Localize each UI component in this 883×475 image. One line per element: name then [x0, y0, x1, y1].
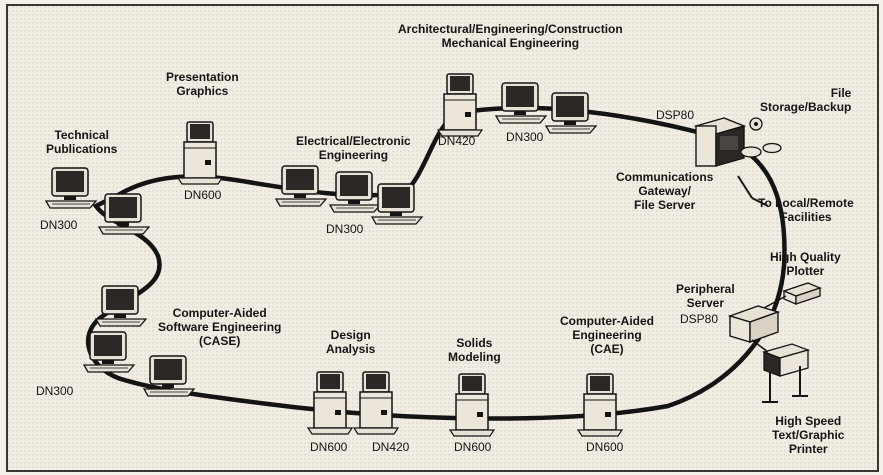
node-tag: DN300	[40, 218, 78, 232]
node-tag: DN300	[506, 130, 544, 144]
dn300-workstation-icon	[329, 171, 381, 213]
diagram-artwork	[8, 6, 877, 470]
dn300-workstation-icon	[95, 285, 147, 327]
node-tag: DN420	[372, 440, 410, 454]
dsp80-peripheral-server-icon	[727, 305, 781, 343]
dn300-workstation-icon	[275, 165, 327, 207]
dn300-workstation-icon	[143, 355, 195, 397]
node-tag: DN600	[184, 188, 222, 202]
node-tag: DSP80	[680, 312, 719, 326]
node-tag: DN600	[454, 440, 492, 454]
plotter-icon	[782, 282, 822, 305]
printer-icon	[761, 343, 811, 403]
node-tag: DN300	[326, 222, 364, 236]
node-tag: DN420	[438, 134, 476, 148]
node-tag: DSP80	[656, 108, 695, 122]
node-tag: DN300	[36, 384, 74, 398]
dn300-workstation-icon	[545, 92, 597, 134]
node-tag: DN600	[310, 440, 348, 454]
dsp80-gateway-icon	[693, 117, 747, 167]
dn300-workstation-icon	[495, 82, 547, 124]
dn300-workstation-icon	[83, 331, 135, 373]
node-tag: DN600	[586, 440, 624, 454]
dn300-workstation-icon	[45, 167, 97, 209]
dn300-workstation-icon	[371, 183, 423, 225]
storage-disk-icon	[740, 117, 782, 158]
dn300-workstation-icon	[98, 193, 150, 235]
